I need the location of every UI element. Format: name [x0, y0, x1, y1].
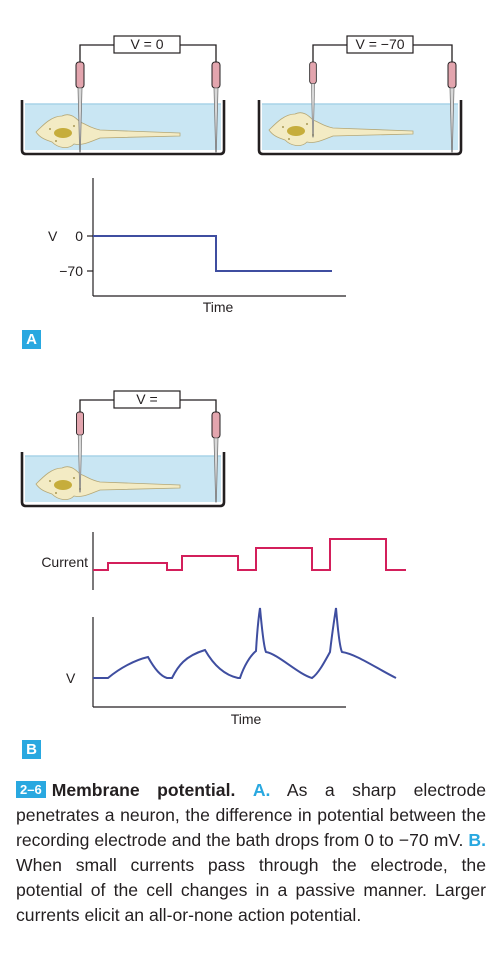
- voltmeter-reading-zero: V = 0: [130, 36, 163, 52]
- caption-b-marker: B.: [468, 830, 486, 850]
- panel-label-a: A: [22, 330, 41, 349]
- panel-a-right-setup: V = −70: [257, 35, 463, 156]
- x-axis-label: Time: [203, 299, 234, 315]
- panel-label-b: B: [22, 740, 41, 759]
- voltage-trace: [93, 235, 332, 272]
- x-axis-label: Time: [231, 711, 262, 727]
- panel-a-left-setup: V = 0: [20, 35, 226, 156]
- tick-zero-label: 0: [75, 228, 83, 244]
- v-axis-label: V: [66, 670, 76, 686]
- current-trace: [93, 538, 406, 571]
- tick-neg70-label: −70: [59, 263, 83, 279]
- y-axis-label: V: [48, 228, 58, 244]
- panel-b-voltage-graph: V Time: [66, 607, 397, 727]
- voltage-trace: [93, 607, 397, 680]
- caption-a-text: As a sharp electrode penetrates a neuron…: [16, 780, 487, 850]
- voltmeter-reading-neg70: V = −70: [355, 36, 404, 52]
- figure-caption: 2–6 Membrane potential. A. As a sharp ele…: [16, 778, 486, 928]
- voltmeter-box: [113, 390, 181, 409]
- panel-a-graph: V 0 −70 Time: [48, 178, 346, 315]
- caption-title: Membrane potential.: [51, 780, 236, 800]
- caption-a-marker: A.: [252, 780, 271, 800]
- figure-number: 2–6: [16, 781, 46, 798]
- panel-b-current-graph: Current: [41, 532, 406, 590]
- caption-b-text: When small currents pass through the ele…: [16, 855, 486, 925]
- voltmeter-reading-blank: V =: [136, 391, 157, 407]
- figure-artwork: V = 0 V = −70 V 0 −70 Time V = Current: [20, 35, 463, 727]
- voltmeter-box: [113, 35, 181, 54]
- current-axis-label: Current: [41, 554, 88, 570]
- voltmeter-box: [346, 35, 414, 54]
- panel-b-setup: V =: [20, 390, 226, 508]
